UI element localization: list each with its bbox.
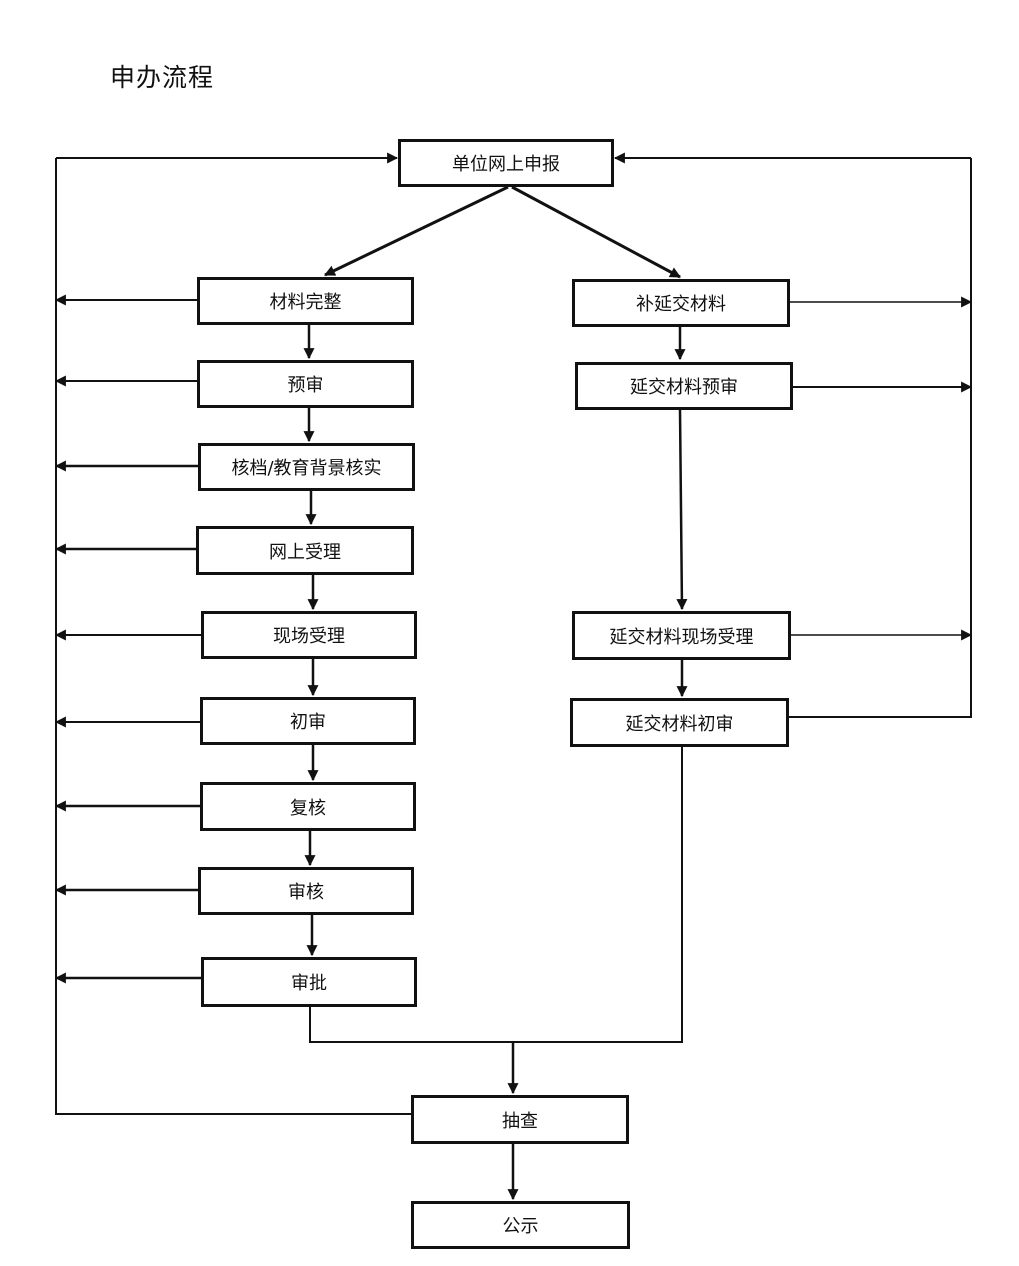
node-submit: 单位网上申报 [398,139,614,187]
node-audit: 审核 [198,867,414,915]
left-return-bus [55,158,411,1115]
node-onsite-acceptance: 现场受理 [201,611,417,659]
node-delayed-pre-review: 延交材料预审 [575,362,793,410]
node-pre-review: 预审 [197,360,414,408]
node-first-review: 初审 [200,697,416,745]
node-publicity: 公示 [411,1201,630,1249]
arrow-submit-to-complete [324,185,509,277]
node-approval: 审批 [201,957,417,1007]
node-supplement-materials: 补延交材料 [572,279,790,327]
node-delayed-onsite-acceptance: 延交材料现场受理 [572,611,791,660]
right-return-bus [789,158,972,718]
node-delayed-first-review: 延交材料初审 [570,698,789,747]
node-online-acceptance: 网上受理 [196,526,414,575]
node-recheck: 复核 [200,782,416,831]
arrow-submit-to-supplement [511,185,681,279]
node-verify-background: 核档/教育背景核实 [198,443,415,491]
diagram-title: 申办流程 [110,63,215,92]
node-spot-check: 抽查 [411,1095,629,1144]
merge-left-line [309,747,683,1043]
node-materials-complete: 材料完整 [197,277,414,325]
arrow-right-2 [676,409,688,611]
